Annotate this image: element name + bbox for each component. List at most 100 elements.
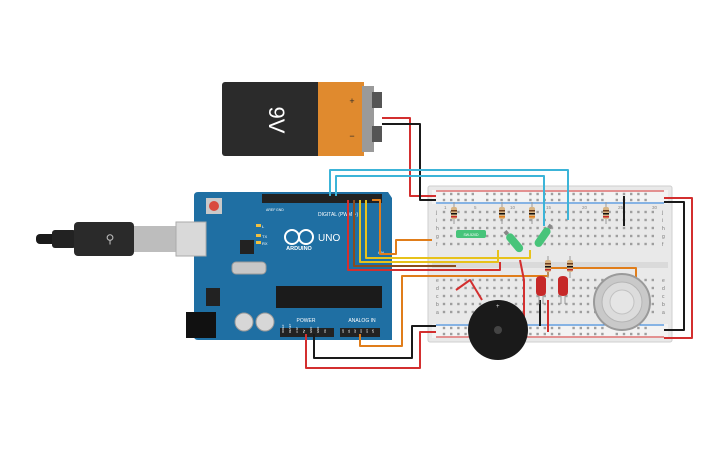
breadboard-hole[interactable] — [507, 278, 510, 282]
breadboard-hole[interactable] — [478, 286, 482, 290]
digital-header[interactable] — [262, 194, 382, 203]
breadboard-hole[interactable] — [529, 286, 532, 290]
breadboard-hole[interactable] — [565, 218, 568, 222]
rail-hole[interactable] — [601, 332, 604, 336]
breadboard-hole[interactable] — [543, 302, 546, 306]
breadboard-hole[interactable] — [637, 234, 640, 238]
breadboard-hole[interactable] — [572, 294, 575, 298]
wire-rail-black-right[interactable] — [664, 201, 685, 331]
breadboard-hole[interactable] — [601, 218, 604, 222]
rail-hole[interactable] — [622, 332, 626, 336]
breadboard-hole[interactable] — [615, 210, 618, 214]
breadboard-hole[interactable] — [651, 234, 654, 238]
breadboard-hole[interactable] — [579, 242, 582, 246]
rail-hole[interactable] — [450, 332, 453, 336]
rail-hole[interactable] — [457, 332, 460, 336]
rail-hole[interactable] — [572, 332, 575, 336]
arduino-uno[interactable]: DIGITAL (PWM ~) AREF GND ARDUINO UNO L T… — [175, 192, 392, 340]
breadboard-hole[interactable] — [630, 210, 633, 214]
rail-hole[interactable] — [637, 192, 640, 196]
breadboard-hole[interactable] — [529, 226, 532, 230]
rail-hole[interactable] — [464, 198, 467, 202]
breadboard-hole[interactable] — [457, 242, 460, 246]
breadboard-hole[interactable] — [558, 294, 561, 298]
breadboard-hole[interactable] — [507, 294, 510, 298]
breadboard-hole[interactable] — [615, 226, 618, 230]
breadboard-hole[interactable] — [529, 242, 532, 246]
rail-hole[interactable] — [529, 326, 532, 330]
rail-hole[interactable] — [550, 332, 554, 336]
breadboard-hole[interactable] — [615, 242, 618, 246]
rail-hole[interactable] — [550, 326, 554, 330]
rail-hole[interactable] — [507, 198, 510, 202]
breadboard-hole[interactable] — [450, 294, 453, 298]
rail-hole[interactable] — [500, 192, 503, 196]
breadboard-hole[interactable] — [514, 210, 518, 214]
breadboard-hole[interactable] — [507, 218, 510, 222]
breadboard-hole[interactable] — [644, 242, 647, 246]
gas-sensor[interactable] — [593, 273, 651, 331]
reset-button-cap[interactable] — [209, 201, 219, 211]
breadboard-hole[interactable] — [558, 226, 561, 230]
breadboard-hole[interactable] — [558, 310, 561, 314]
breadboard-hole[interactable] — [442, 234, 446, 238]
rail-hole[interactable] — [594, 192, 597, 196]
breadboard-hole[interactable] — [565, 310, 568, 314]
rail-hole[interactable] — [637, 326, 640, 330]
tilt-sensor-right[interactable] — [533, 223, 554, 249]
breadboard-hole[interactable] — [507, 210, 510, 214]
breadboard-hole[interactable] — [450, 218, 453, 222]
rail-hole[interactable] — [637, 198, 640, 202]
breadboard-hole[interactable] — [464, 278, 467, 282]
rail-hole[interactable] — [637, 332, 640, 336]
rail-hole[interactable] — [442, 326, 446, 330]
breadboard-hole[interactable] — [500, 286, 503, 290]
breadboard-hole[interactable] — [550, 302, 554, 306]
breadboard-hole[interactable] — [464, 294, 467, 298]
breadboard-hole[interactable] — [630, 218, 633, 222]
wire-yellow-2[interactable] — [365, 200, 531, 259]
rail-hole[interactable] — [529, 192, 532, 196]
breadboard-hole[interactable] — [442, 294, 446, 298]
breadboard-hole[interactable] — [442, 310, 446, 314]
rail-hole[interactable] — [558, 192, 561, 196]
breadboard-hole[interactable] — [550, 234, 554, 238]
breadboard-hole[interactable] — [536, 310, 539, 314]
breadboard-hole[interactable] — [486, 234, 489, 238]
breadboard-hole[interactable] — [464, 286, 467, 290]
breadboard-hole[interactable] — [442, 286, 446, 290]
breadboard-hole[interactable] — [500, 226, 503, 230]
breadboard-hole[interactable] — [529, 294, 532, 298]
breadboard-hole[interactable] — [644, 226, 647, 230]
breadboard-hole[interactable] — [529, 302, 532, 306]
resistor[interactable] — [529, 202, 535, 224]
rail-hole[interactable] — [594, 332, 597, 336]
breadboard-hole[interactable] — [601, 242, 604, 246]
breadboard-hole[interactable] — [478, 278, 482, 282]
breadboard-hole[interactable] — [442, 218, 446, 222]
breadboard-hole[interactable] — [558, 210, 561, 214]
rail-hole[interactable] — [644, 326, 647, 330]
wire-cyan-1[interactable] — [329, 169, 569, 220]
breadboard-hole[interactable] — [471, 310, 474, 314]
rail-hole[interactable] — [471, 198, 474, 202]
rail-hole[interactable] — [594, 198, 597, 202]
breadboard-hole[interactable] — [622, 242, 626, 246]
breadboard-hole[interactable] — [514, 302, 518, 306]
breadboard-hole[interactable] — [579, 278, 582, 282]
rail-hole[interactable] — [630, 192, 633, 196]
breadboard-hole[interactable] — [572, 242, 575, 246]
rail-hole[interactable] — [558, 332, 561, 336]
rail-hole[interactable] — [579, 332, 582, 336]
rail-hole[interactable] — [572, 192, 575, 196]
wire-yellow[interactable] — [359, 200, 499, 263]
breadboard-hole[interactable] — [493, 286, 496, 290]
breadboard-hole[interactable] — [522, 210, 525, 214]
breadboard-hole[interactable] — [464, 226, 467, 230]
rail-hole[interactable] — [543, 332, 546, 336]
rail-hole[interactable] — [536, 198, 539, 202]
breadboard-hole[interactable] — [608, 234, 611, 238]
rail-hole[interactable] — [572, 198, 575, 202]
rail-hole[interactable] — [601, 198, 604, 202]
breadboard-hole[interactable] — [522, 242, 525, 246]
